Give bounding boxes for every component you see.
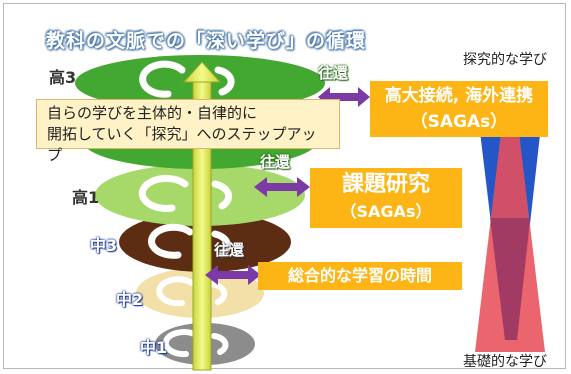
box-university-link-line-2: （SAGAs） [410, 112, 508, 132]
swirl-icon-ko3 [139, 60, 235, 98]
exchange-arrow-bottom [205, 265, 261, 285]
swirl-icon-chu3 [148, 223, 231, 259]
side-label-inquiry: 探究的な学び [463, 52, 547, 68]
inquiry-callout: 自らの学びを主体的・自律的に 開拓していく「探究」へのステップアップ [36, 99, 340, 164]
level-label-chu3: 中3 [90, 236, 118, 255]
callout-line-1: 自らの学びを主体的・自律的に [47, 104, 258, 122]
swirl-icon-ko1 [138, 174, 233, 212]
growth-arrow [182, 61, 222, 371]
side-label-foundation: 基礎的な学び [463, 354, 547, 370]
box-university-link: 高大接続, 海外連携 （SAGAs） [370, 81, 548, 137]
box-research-project-line-2: （SAGAs） [340, 202, 432, 221]
diagram-title: 教科の文脈での「深い学び」の循環 [46, 30, 367, 52]
box-integrated-study-line-1: 総合的な学習の時間 [287, 266, 432, 285]
swirl-icon-chu1 [162, 329, 229, 358]
level-label-chu2: 中2 [116, 290, 144, 309]
callout-line-2: 開拓していく「探究」へのステップアップ [47, 125, 317, 164]
exchange-label-bottom: 往還 [214, 241, 245, 259]
level-label-ko3: 高3 [49, 68, 77, 87]
swirl-icon-chu2 [156, 276, 228, 307]
exchange-arrow-middle [254, 177, 310, 197]
box-research-project-line-1: 課題研究 [341, 172, 430, 197]
learning-balance-bars [475, 90, 545, 352]
box-university-link-line-1: 高大接続, 海外連携 [384, 86, 534, 106]
exchange-label-top: 往還 [318, 64, 349, 82]
exchange-label-middle: 往還 [260, 153, 291, 171]
level-label-chu1: 中1 [140, 338, 168, 357]
level-label-ko1: 高1 [72, 188, 100, 207]
box-research-project: 課題研究 （SAGAs） [310, 168, 462, 228]
box-integrated-study: 総合的な学習の時間 [258, 262, 462, 290]
